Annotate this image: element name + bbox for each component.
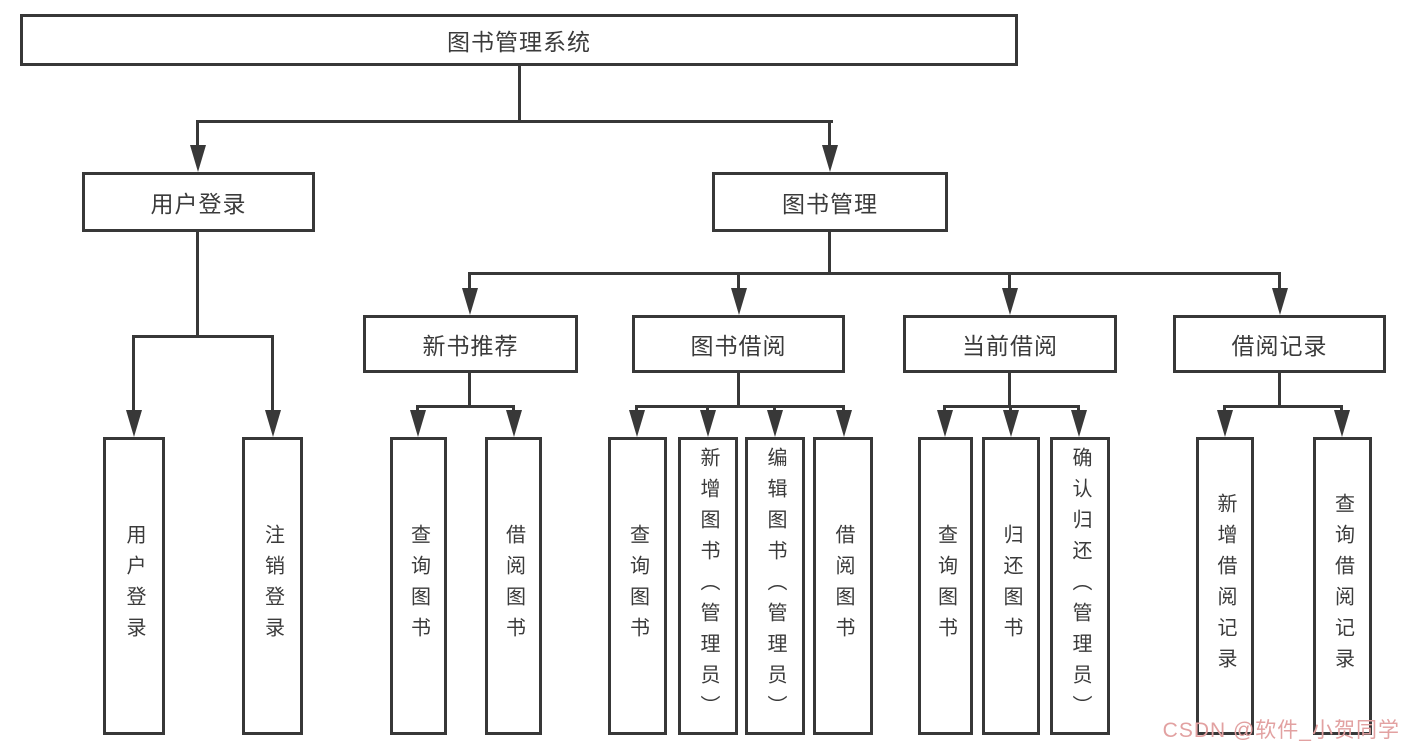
connector-line bbox=[518, 66, 521, 123]
leaf-bb-borrow-books: 借阅图书 bbox=[813, 437, 873, 735]
connector-line bbox=[828, 120, 831, 148]
connector-line bbox=[468, 272, 471, 291]
arrow-down-icon bbox=[1217, 410, 1233, 437]
connector-line bbox=[1278, 272, 1281, 291]
arrow-down-icon bbox=[1003, 410, 1019, 437]
arrow-down-icon bbox=[731, 288, 747, 315]
leaf-bb-borrow-books-label: 借阅图书 bbox=[832, 524, 854, 648]
arrow-down-icon bbox=[822, 145, 838, 172]
leaf-nbr-query-books: 查询图书 bbox=[390, 437, 447, 735]
leaf-cb-confirm-return-admin-label: 确认归还（管理员） bbox=[1069, 446, 1091, 726]
connector-line bbox=[737, 272, 740, 291]
connector-line bbox=[1278, 373, 1281, 408]
node-book-borrow: 图书借阅 bbox=[632, 315, 845, 373]
leaf-bb-add-books-admin-label: 新增图书（管理员） bbox=[697, 446, 719, 726]
leaf-cb-return-books: 归还图书 bbox=[982, 437, 1040, 735]
leaf-bb-query-books: 查询图书 bbox=[608, 437, 667, 735]
connector-line bbox=[468, 373, 471, 408]
node-root: 图书管理系统 bbox=[20, 14, 1018, 66]
leaf-cb-query-books-label: 查询图书 bbox=[934, 524, 957, 648]
leaf-bb-edit-books-admin: 编辑图书（管理员） bbox=[745, 437, 805, 735]
leaf-nbr-borrow-books-label: 借阅图书 bbox=[502, 524, 525, 648]
leaf-cb-return-books-label: 归还图书 bbox=[1000, 524, 1022, 648]
arrow-down-icon bbox=[462, 288, 478, 315]
leaf-user-login-label: 用户登录 bbox=[123, 524, 145, 648]
arrow-down-icon bbox=[629, 410, 645, 437]
leaf-logout: 注销登录 bbox=[242, 437, 303, 735]
connector-line bbox=[416, 405, 515, 408]
leaf-nbr-borrow-books: 借阅图书 bbox=[485, 437, 542, 735]
connector-line bbox=[132, 335, 135, 413]
leaf-br-add-record: 新增借阅记录 bbox=[1196, 437, 1254, 735]
arrow-down-icon bbox=[506, 410, 522, 437]
arrow-down-icon bbox=[190, 145, 206, 172]
arrow-down-icon bbox=[767, 410, 783, 437]
leaf-bb-query-books-label: 查询图书 bbox=[626, 524, 649, 648]
arrow-down-icon bbox=[700, 410, 716, 437]
node-book-management: 图书管理 bbox=[712, 172, 948, 232]
arrow-down-icon bbox=[265, 410, 281, 437]
node-current-borrow: 当前借阅 bbox=[903, 315, 1117, 373]
leaf-br-add-record-label: 新增借阅记录 bbox=[1214, 493, 1236, 679]
arrow-down-icon bbox=[1071, 410, 1087, 437]
leaf-bb-add-books-admin: 新增图书（管理员） bbox=[678, 437, 738, 735]
leaf-cb-query-books: 查询图书 bbox=[918, 437, 973, 735]
node-user-login: 用户登录 bbox=[82, 172, 315, 232]
arrow-down-icon bbox=[836, 410, 852, 437]
arrow-down-icon bbox=[1334, 410, 1350, 437]
arrow-down-icon bbox=[126, 410, 142, 437]
arrow-down-icon bbox=[410, 410, 426, 437]
leaf-cb-confirm-return-admin: 确认归还（管理员） bbox=[1050, 437, 1110, 735]
connector-line bbox=[1008, 373, 1011, 408]
arrow-down-icon bbox=[937, 410, 953, 437]
connector-line bbox=[1223, 405, 1343, 408]
leaf-user-login: 用户登录 bbox=[103, 437, 165, 735]
connector-line bbox=[196, 120, 833, 123]
connector-line bbox=[737, 373, 740, 408]
leaf-br-query-record: 查询借阅记录 bbox=[1313, 437, 1372, 735]
connector-line bbox=[635, 405, 845, 408]
connector-line bbox=[196, 120, 199, 148]
leaf-br-query-record-label: 查询借阅记录 bbox=[1331, 493, 1354, 679]
watermark: CSDN @软件_小贺同学 bbox=[1162, 719, 1400, 742]
connector-line bbox=[271, 335, 274, 413]
node-borrow-records: 借阅记录 bbox=[1173, 315, 1386, 373]
connector-line bbox=[468, 272, 1281, 275]
connector-line bbox=[1008, 272, 1011, 291]
connector-line bbox=[196, 232, 199, 338]
connector-line bbox=[132, 335, 274, 338]
leaf-nbr-query-books-label: 查询图书 bbox=[407, 524, 430, 648]
node-new-book-recommend: 新书推荐 bbox=[363, 315, 578, 373]
leaf-logout-label: 注销登录 bbox=[261, 524, 284, 648]
arrow-down-icon bbox=[1002, 288, 1018, 315]
leaf-bb-edit-books-admin-label: 编辑图书（管理员） bbox=[764, 446, 786, 726]
arrow-down-icon bbox=[1272, 288, 1288, 315]
connector-line bbox=[828, 232, 831, 275]
